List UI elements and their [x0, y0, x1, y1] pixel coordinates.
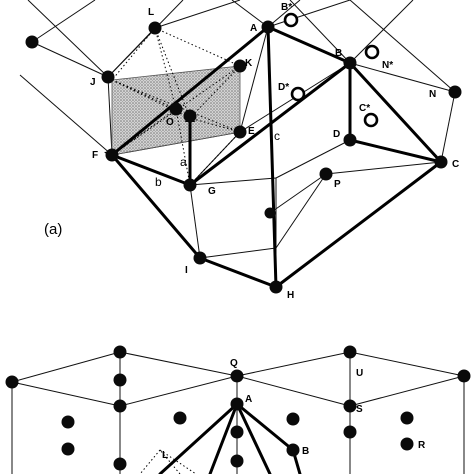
label-E: E: [248, 126, 255, 137]
vector-c-label: c: [274, 129, 280, 143]
panel-b-lattice-lines: [11, 351, 465, 474]
panel-a: L A B* B N* K J D* N C* O E D F C G P I …: [19, 0, 462, 301]
label-I: I: [185, 265, 188, 276]
label-L-b: L: [162, 450, 168, 461]
panel-b-atoms: [5, 345, 471, 471]
vector-b-label: b: [155, 175, 162, 189]
label-C-star: C*: [359, 103, 370, 114]
label-N: N: [429, 89, 436, 100]
label-G: G: [208, 186, 216, 197]
panel-b-labels: Q U A S R B L: [162, 358, 426, 461]
label-R: R: [418, 440, 426, 451]
label-N-star: N*: [382, 60, 393, 71]
panel-a-caption: (a): [44, 221, 62, 238]
label-A: A: [250, 23, 257, 34]
label-L: L: [148, 7, 154, 18]
label-Q: Q: [230, 358, 238, 369]
panel-b-dotted-bonds: [139, 449, 197, 474]
label-C: C: [452, 159, 459, 170]
panel-a-open-sites: [283, 12, 380, 128]
panel-a-atoms: [25, 20, 462, 294]
label-B-star: B*: [281, 2, 292, 13]
panel-a-labels: L A B* B N* K J D* N C* O E D F C G P I …: [44, 2, 459, 301]
label-H: H: [287, 290, 294, 301]
panel-a-thick-edges: [110, 25, 443, 289]
label-B: B: [335, 48, 342, 59]
label-J: J: [90, 77, 96, 88]
label-K: K: [245, 58, 253, 69]
label-P: P: [334, 179, 341, 190]
label-F: F: [92, 150, 98, 161]
label-D: D: [333, 129, 340, 140]
vector-a-label: a: [180, 155, 187, 169]
panel-b: Q U A S R B L: [5, 345, 471, 474]
label-D-star: D*: [278, 82, 289, 93]
panel-b-thick-edges: [158, 402, 302, 474]
label-A-b: A: [245, 394, 252, 405]
label-U: U: [356, 368, 363, 379]
label-O: O: [166, 117, 174, 128]
label-S: S: [356, 404, 363, 415]
label-B-b: B: [302, 446, 309, 457]
panel-a-lattice-lines: [19, 0, 456, 287]
